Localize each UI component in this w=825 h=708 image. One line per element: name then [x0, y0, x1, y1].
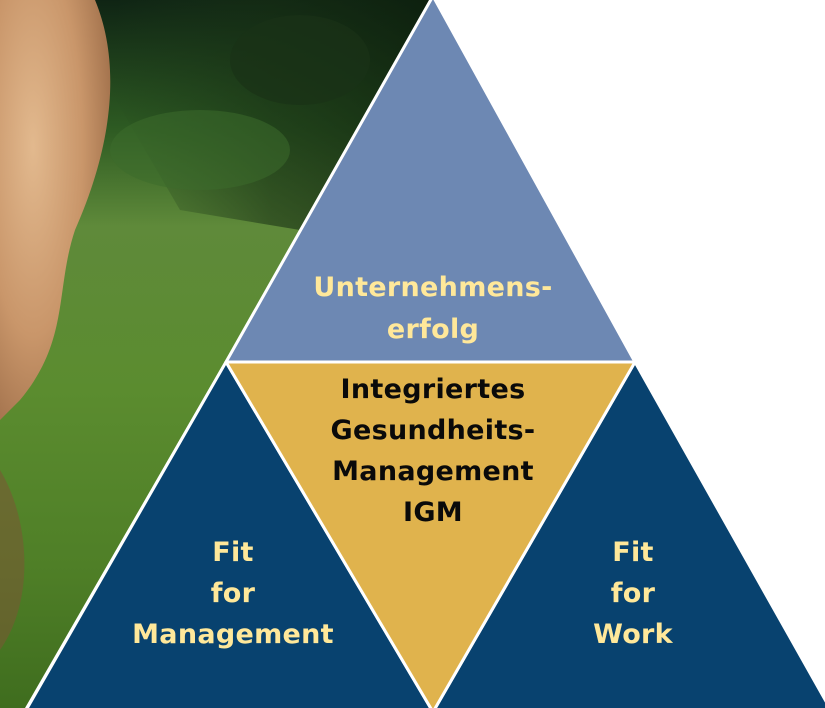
- center-label-line2: Gesundheits-: [331, 415, 536, 446]
- right-label-line1: Fit: [612, 537, 654, 568]
- right-label-line2: for: [611, 578, 656, 609]
- person-silhouette: [0, 0, 111, 420]
- triangle-center: [224, 360, 637, 708]
- center-label-line1: Integriertes: [341, 374, 526, 405]
- left-label-line3: Management: [132, 619, 334, 650]
- top-label-line2: erfolg: [387, 314, 479, 345]
- right-label-line3: Work: [593, 619, 674, 650]
- left-label-line2: for: [211, 578, 256, 609]
- top-label-line1: Unternehmens-: [313, 272, 552, 303]
- background-photo: [0, 0, 433, 708]
- center-label-line4: IGM: [403, 497, 463, 528]
- left-label-line1: Fit: [212, 537, 254, 568]
- center-label-line3: Management: [332, 456, 534, 487]
